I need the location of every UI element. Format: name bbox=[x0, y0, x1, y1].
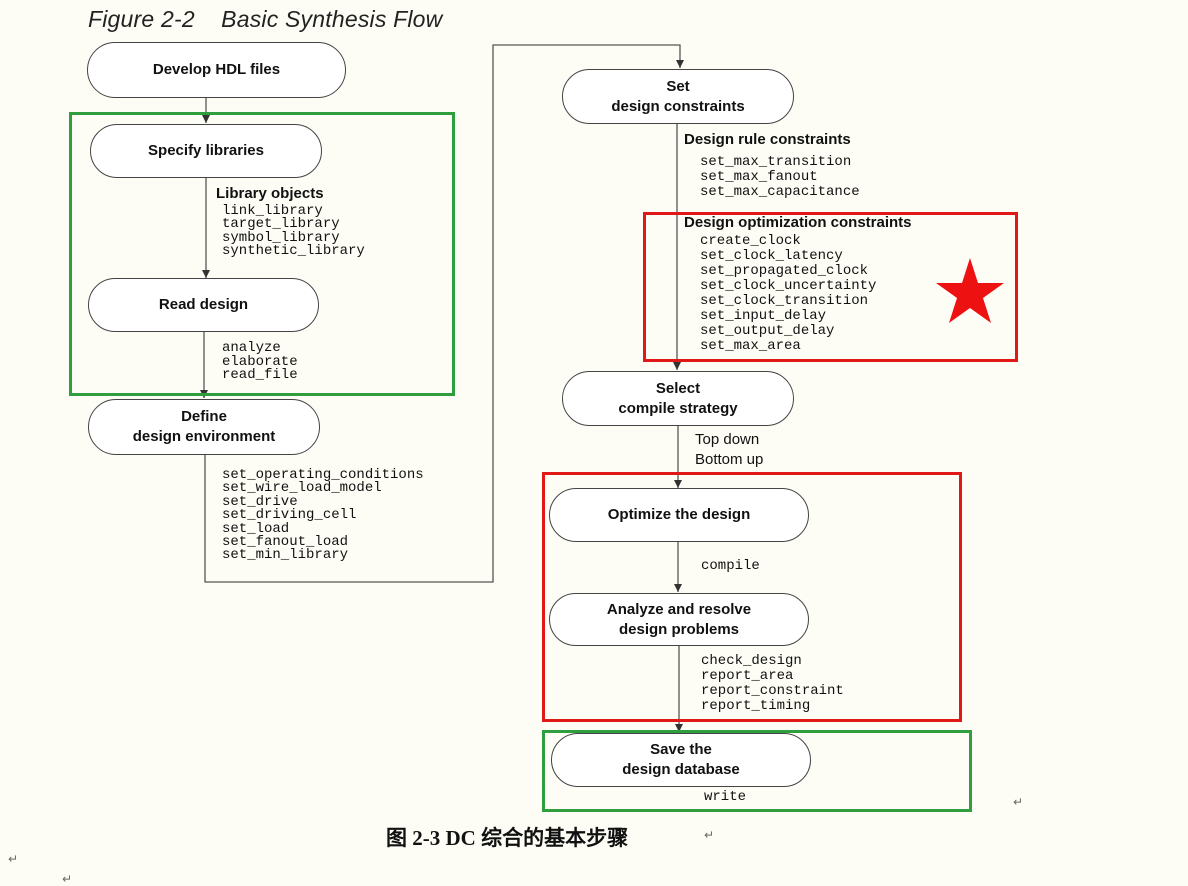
command-text: set_max_fanout bbox=[700, 169, 818, 185]
command-text: set_clock_latency bbox=[700, 248, 843, 264]
command-text: link_library bbox=[222, 203, 323, 219]
node-label: Define bbox=[181, 408, 227, 425]
node-label: Save the bbox=[650, 741, 712, 758]
command-text: set_operating_conditions bbox=[222, 467, 424, 483]
command-text: report_area bbox=[701, 668, 794, 684]
compile-command: compile bbox=[701, 558, 760, 574]
design-optimization-heading: Design optimization constraints bbox=[684, 214, 912, 231]
command-text: report_constraint bbox=[701, 683, 844, 699]
strategy-options: Top down Bottom up bbox=[695, 430, 763, 470]
command-text: set_max_capacitance bbox=[700, 184, 860, 200]
node-specify-libraries: Specify libraries bbox=[90, 124, 322, 178]
command-text: report_timing bbox=[701, 698, 811, 714]
command-text: set_load bbox=[222, 520, 290, 537]
node-label: compile strategy bbox=[618, 399, 738, 417]
command-text: set_output_delay bbox=[700, 323, 835, 339]
node-label: Read design bbox=[158, 296, 249, 313]
command-text: synthetic_library bbox=[222, 243, 365, 260]
node-label: Develop HDL files bbox=[152, 61, 281, 78]
paragraph-mark-icon: ↵ bbox=[704, 828, 715, 842]
design-optimization-commands: create_clock set_clock_latency set_propa… bbox=[700, 234, 876, 354]
node-label: Specify libraries bbox=[148, 142, 264, 159]
node-define-environment: Define design environment bbox=[88, 399, 320, 455]
strategy-option: Top down bbox=[695, 431, 760, 448]
node-label: design problems bbox=[618, 620, 740, 638]
command-text: read_file bbox=[222, 367, 298, 384]
highlight-box-libraries bbox=[69, 112, 455, 396]
command-text: create_clock bbox=[700, 233, 801, 249]
paragraph-mark-icon: ↵ bbox=[8, 852, 19, 866]
library-objects-commands: link_library target_library symbol_libra… bbox=[222, 203, 365, 260]
node-label: design environment bbox=[132, 428, 276, 445]
node-label: Optimize the design bbox=[607, 506, 751, 523]
figure-title: Figure 2-2 Basic Synthesis Flow bbox=[88, 6, 443, 32]
paragraph-mark-icon: ↵ bbox=[1013, 795, 1024, 809]
star-icon bbox=[936, 258, 1004, 323]
arrow-define-to-constraints bbox=[204, 44, 684, 583]
figure-caption: 图 2-3 DC 综合的基本步骤 bbox=[386, 826, 629, 850]
node-label: design constraints bbox=[611, 97, 745, 115]
command-text: check_design bbox=[701, 653, 802, 669]
design-rule-commands: set_max_transition set_max_fanout set_ma… bbox=[700, 155, 860, 200]
node-save-database: Save the design database bbox=[551, 733, 811, 787]
paragraph-mark-icon: ↵ bbox=[62, 872, 73, 886]
strategy-option: Bottom up bbox=[695, 451, 764, 468]
node-label: design database bbox=[622, 761, 740, 778]
command-text: set_driving_cell bbox=[222, 507, 357, 524]
command-text: set_min_library bbox=[222, 547, 349, 564]
command-text: set_propagated_clock bbox=[700, 263, 869, 279]
command-text: target_library bbox=[222, 216, 340, 233]
command-text: symbol_library bbox=[222, 229, 340, 246]
write-command: write bbox=[704, 789, 747, 805]
node-select-compile-strategy: Select compile strategy bbox=[562, 371, 794, 426]
node-analyze-resolve: Analyze and resolve design problems bbox=[549, 593, 809, 646]
command-text: set_clock_transition bbox=[700, 293, 869, 309]
node-label: Set bbox=[666, 77, 690, 95]
read-design-commands: analyze elaborate read_file bbox=[222, 340, 298, 384]
command-text: analyze bbox=[222, 340, 281, 356]
command-text: set_wire_load_model bbox=[222, 480, 382, 497]
library-objects-heading: Library objects bbox=[216, 185, 324, 202]
node-read-design: Read design bbox=[88, 278, 319, 332]
environment-commands: set_operating_conditions set_wire_load_m… bbox=[222, 467, 424, 564]
command-text: set_drive bbox=[222, 493, 298, 510]
node-label: Select bbox=[655, 379, 701, 397]
highlight-box-save bbox=[542, 730, 972, 812]
node-develop-hdl: Develop HDL files bbox=[87, 42, 346, 98]
highlight-box-optimization-constraints bbox=[643, 212, 1018, 362]
highlight-box-compile bbox=[542, 472, 962, 722]
node-label: Analyze and resolve bbox=[606, 600, 752, 618]
command-text: set_max_transition bbox=[700, 154, 852, 170]
command-text: elaborate bbox=[222, 353, 298, 370]
node-optimize-design: Optimize the design bbox=[549, 488, 809, 542]
command-text: set_max_area bbox=[700, 338, 801, 354]
command-text: set_clock_uncertainty bbox=[700, 278, 877, 294]
command-text: set_fanout_load bbox=[222, 534, 349, 551]
check-commands: check_design report_area report_constrai… bbox=[701, 654, 844, 714]
design-rule-heading: Design rule constraints bbox=[684, 131, 851, 148]
node-set-design-constraints: Set design constraints bbox=[562, 69, 794, 124]
command-text: set_input_delay bbox=[700, 308, 827, 324]
